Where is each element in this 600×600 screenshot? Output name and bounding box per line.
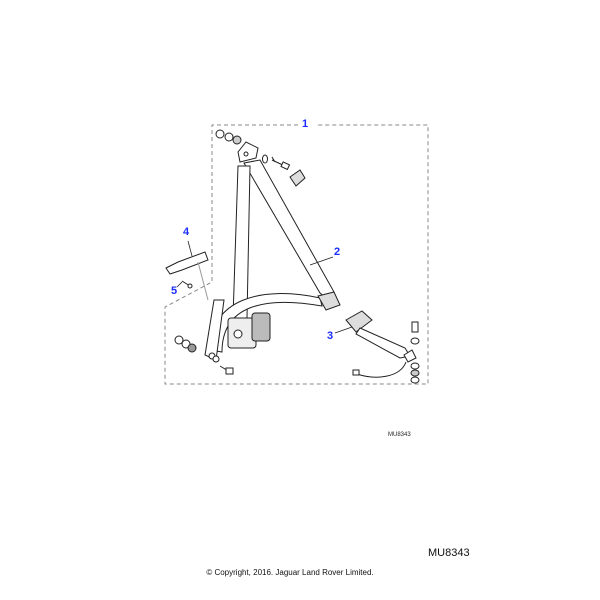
callout-1[interactable]: 1 xyxy=(302,118,309,130)
diagram-reference-large: MU8343 xyxy=(428,547,470,559)
leader-lines xyxy=(176,240,353,334)
callout-5[interactable]: 5 xyxy=(171,285,178,297)
callout-3[interactable]: 3 xyxy=(327,330,334,342)
callout-2[interactable]: 2 xyxy=(334,246,341,258)
diagram-reference-small: MU8343 xyxy=(388,432,411,438)
seat-belt-parts xyxy=(165,129,420,384)
assembly-boundary xyxy=(164,124,429,385)
copyright-notice: © Copyright, 2016. Jaguar Land Rover Lim… xyxy=(206,568,374,577)
callout-4[interactable]: 4 xyxy=(183,226,190,238)
